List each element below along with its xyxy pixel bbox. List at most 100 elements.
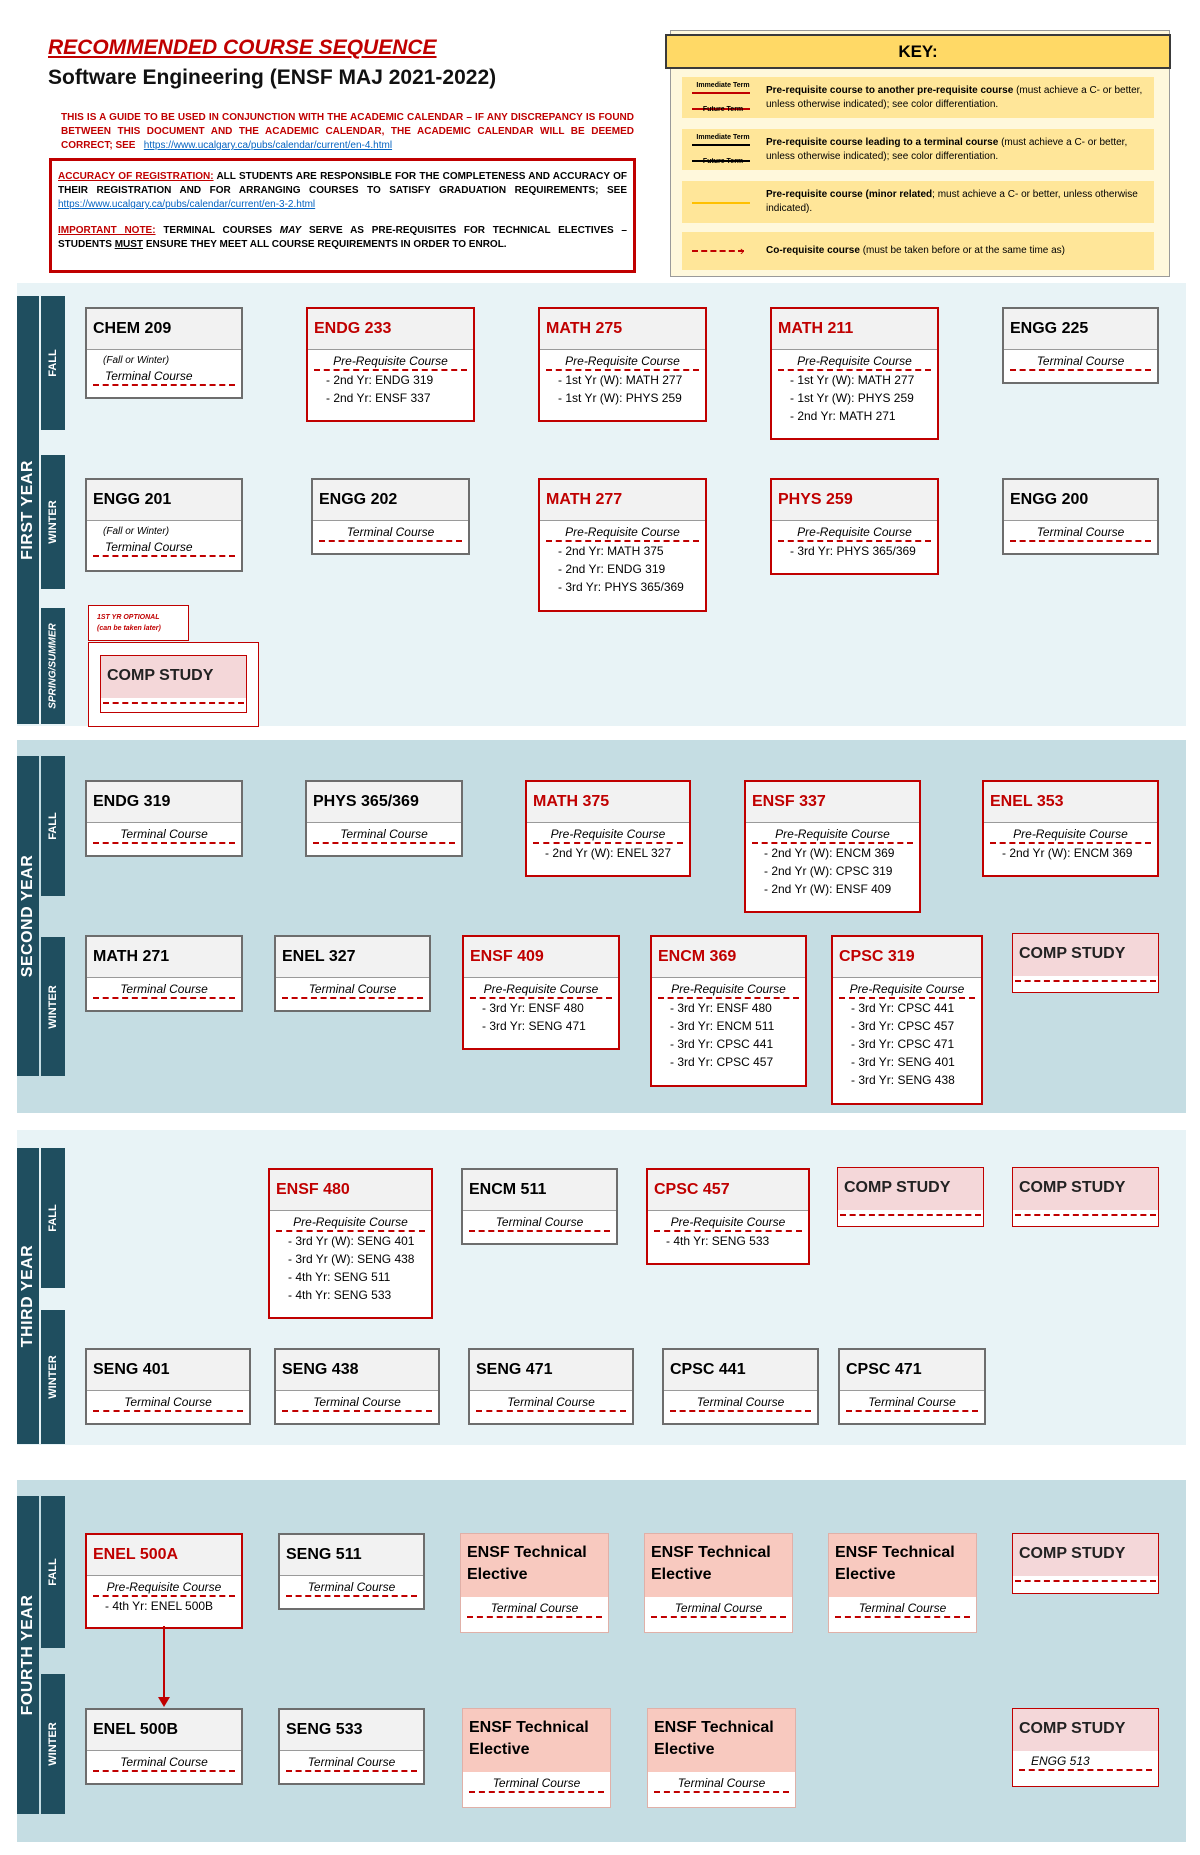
course-title: ENSF 409 (464, 937, 618, 978)
terminal-course-label: Terminal Course (282, 1394, 432, 1412)
course-title: CPSC 457 (648, 1170, 808, 1211)
terminal-course-label: Terminal Course (93, 368, 235, 386)
course-card-engg-225[interactable]: ENGG 225 Terminal Course (1002, 307, 1159, 384)
course-card-phys-365-369[interactable]: PHYS 365/369 Terminal Course (305, 780, 463, 857)
course-card-endg-319[interactable]: ENDG 319 Terminal Course (85, 780, 243, 857)
prereq-course-label: Pre-Requisite Course (654, 1214, 802, 1232)
course-card-engg-202[interactable]: ENGG 202 Terminal Course (311, 478, 470, 555)
terminal-course-label: Terminal Course (651, 1600, 786, 1618)
leads-to-item: - 3rd Yr: SENG 438 (851, 1073, 955, 1087)
calendar-guide-notice: THIS IS A GUIDE TO BE USED IN CONJUNCTIO… (61, 111, 634, 153)
course-card-math-211[interactable]: MATH 211 Pre-Requisite Course - 1st Yr (… (770, 307, 939, 440)
leads-to-item: - 3rd Yr: CPSC 441 (670, 1037, 774, 1051)
key-desc-3: Pre-requisite course (minor related; mus… (766, 188, 1144, 216)
course-card-cpsc-441[interactable]: CPSC 441 Terminal Course (662, 1348, 819, 1425)
course-card-engg-201[interactable]: ENGG 201 (Fall or Winter) Terminal Cours… (85, 478, 243, 572)
leads-to-item: - 3rd Yr: SENG 471 (482, 1019, 586, 1033)
course-card-cpsc-319[interactable]: CPSC 319 Pre-Requisite Course - 3rd Yr: … (831, 935, 983, 1105)
page-title: RECOMMENDED COURSE SEQUENCE (48, 36, 437, 59)
course-card-comp-study-y4a[interactable]: COMP STUDY (1012, 1533, 1159, 1594)
red-arrow-legend-icon: Immediate Term Future Term (688, 77, 758, 118)
course-title: PHYS 365/369 (307, 782, 461, 823)
fourth-year-text: FOURTH YEAR (19, 1594, 36, 1716)
course-card-ensf-tech-elective-1[interactable]: ENSF Technical Elective Terminal Course (460, 1533, 609, 1633)
leads-to-item: - 2nd Yr: ENDG 319 (326, 373, 434, 387)
leads-to-list: - 2nd Yr (W): ENCM 369 - 2nd Yr (W): CPS… (750, 844, 915, 898)
course-card-engg-200[interactable]: ENGG 200 Terminal Course (1002, 478, 1159, 555)
course-card-math-375[interactable]: MATH 375 Pre-Requisite Course - 2nd Yr (… (525, 780, 691, 877)
course-title: ENSF Technical Elective (461, 1534, 608, 1597)
terminal-course-label: Terminal Course (286, 1579, 417, 1597)
fall-or-winter-note: (Fall or Winter) (103, 355, 170, 366)
course-card-comp-study-y3a[interactable]: COMP STUDY (837, 1167, 984, 1227)
prereq-course-label: Pre-Requisite Course (658, 981, 799, 999)
prereq-course-label: Pre-Requisite Course (546, 353, 699, 371)
arrow-head-icon (158, 1697, 170, 1707)
course-card-ensf-tech-elective-4[interactable]: ENSF Technical Elective Terminal Course (462, 1708, 611, 1808)
fall-text: FALL (47, 812, 59, 840)
course-title: MATH 275 (540, 309, 705, 350)
course-card-comp-study-y1[interactable]: COMP STUDY (100, 655, 247, 713)
calendar-link[interactable]: https://www.ucalgary.ca/pubs/calendar/cu… (143, 140, 393, 151)
registration-link[interactable]: https://www.ucalgary.ca/pubs/calendar/cu… (58, 199, 316, 210)
fall-or-winter-note: (Fall or Winter) (103, 526, 170, 537)
course-card-math-277[interactable]: MATH 277 Pre-Requisite Course - 2nd Yr: … (538, 478, 707, 612)
course-title: ENSF 480 (270, 1170, 431, 1211)
course-card-ensf-409[interactable]: ENSF 409 Pre-Requisite Course - 3rd Yr: … (462, 935, 620, 1050)
prereq-course-label: Pre-Requisite Course (752, 826, 913, 844)
dashed-divider (1015, 976, 1156, 982)
course-card-phys-259[interactable]: PHYS 259 Pre-Requisite Course - 3rd Yr: … (770, 478, 939, 575)
course-title: COMP STUDY (1013, 934, 1158, 976)
leads-to-item: - 2nd Yr (W): ENEL 327 (545, 846, 672, 860)
course-card-seng-401[interactable]: SENG 401 Terminal Course (85, 1348, 251, 1425)
course-card-comp-study-y3b[interactable]: COMP STUDY (1012, 1167, 1159, 1227)
course-card-seng-438[interactable]: SENG 438 Terminal Course (274, 1348, 440, 1425)
leads-to-item: - 3rd Yr (W): SENG 438 (288, 1252, 415, 1266)
course-card-ensf-337[interactable]: ENSF 337 Pre-Requisite Course - 2nd Yr (… (744, 780, 921, 913)
black-solid-line-icon (692, 144, 750, 146)
course-card-ensf-tech-elective-5[interactable]: ENSF Technical Elective Terminal Course (647, 1708, 796, 1808)
course-card-math-271[interactable]: MATH 271 Terminal Course (85, 935, 243, 1012)
course-card-cpsc-471[interactable]: CPSC 471 Terminal Course (838, 1348, 986, 1425)
leads-to-item: - 2nd Yr: MATH 271 (790, 409, 896, 423)
leads-to-item: - 2nd Yr (W): ENCM 369 (764, 846, 895, 860)
course-card-enel-500a[interactable]: ENEL 500A Pre-Requisite Course - 4th Yr:… (85, 1533, 243, 1629)
terminal-course-label: Terminal Course (93, 539, 235, 557)
leads-to-list: - 2nd Yr: ENDG 319 - 2nd Yr: ENSF 337 (312, 371, 469, 407)
important-may: MAY (279, 225, 302, 236)
course-card-enel-353[interactable]: ENEL 353 Pre-Requisite Course - 2nd Yr (… (982, 780, 1159, 877)
course-card-comp-study-y2[interactable]: COMP STUDY (1012, 933, 1159, 993)
leads-to-item: - 3rd Yr: CPSC 441 (851, 1001, 955, 1015)
key-desc-1-rest: (must achieve a C- or better, unless oth… (766, 84, 1143, 110)
course-card-math-275[interactable]: MATH 275 Pre-Requisite Course - 1st Yr (… (538, 307, 707, 422)
course-card-chem-209[interactable]: CHEM 209 (Fall or Winter) Terminal Cours… (85, 307, 243, 399)
black-solid-line-icon (692, 160, 750, 162)
course-card-enel-327[interactable]: ENEL 327 Terminal Course (274, 935, 431, 1012)
course-card-enel-500b[interactable]: ENEL 500B Terminal Course (85, 1708, 243, 1785)
course-card-seng-471[interactable]: SENG 471 Terminal Course (468, 1348, 634, 1425)
fall-text: FALL (47, 1558, 59, 1586)
course-card-ensf-480[interactable]: ENSF 480 Pre-Requisite Course - 3rd Yr (… (268, 1168, 433, 1319)
course-card-seng-511[interactable]: SENG 511 Terminal Course (278, 1533, 425, 1610)
course-title: PHYS 259 (772, 480, 937, 521)
course-card-ensf-tech-elective-2[interactable]: ENSF Technical Elective Terminal Course (644, 1533, 793, 1633)
course-card-seng-533[interactable]: SENG 533 Terminal Course (278, 1708, 425, 1785)
dashed-arrow-legend-icon: › (688, 232, 758, 270)
course-card-endg-233[interactable]: ENDG 233 Pre-Requisite Course - 2nd Yr: … (306, 307, 475, 422)
year-label-fourth: FOURTH YEAR (17, 1496, 39, 1814)
course-title: SENG 471 (470, 1350, 632, 1391)
notice-box: ACCURACY OF REGISTRATION: ALL STUDENTS A… (49, 158, 636, 273)
course-card-encm-369[interactable]: ENCM 369 Pre-Requisite Course - 3rd Yr: … (650, 935, 807, 1087)
course-title: ENSF 337 (746, 782, 919, 823)
course-title: SENG 533 (280, 1710, 423, 1751)
term-label-y1-fall: FALL (41, 296, 65, 430)
course-title: COMP STUDY (838, 1168, 983, 1210)
leads-to-list: - 3rd Yr: PHYS 365/369 (776, 542, 933, 560)
accuracy-label: ACCURACY OF REGISTRATION: (58, 171, 214, 182)
course-card-cpsc-457[interactable]: CPSC 457 Pre-Requisite Course - 4th Yr: … (646, 1168, 810, 1265)
course-card-encm-511[interactable]: ENCM 511 Terminal Course (461, 1168, 618, 1245)
year-label-third: THIRD YEAR (17, 1148, 39, 1444)
course-title: ENGG 225 (1004, 309, 1157, 350)
course-card-ensf-tech-elective-3[interactable]: ENSF Technical Elective Terminal Course (828, 1533, 977, 1633)
course-card-comp-study-y4b[interactable]: COMP STUDY ENGG 513 (1012, 1708, 1159, 1787)
